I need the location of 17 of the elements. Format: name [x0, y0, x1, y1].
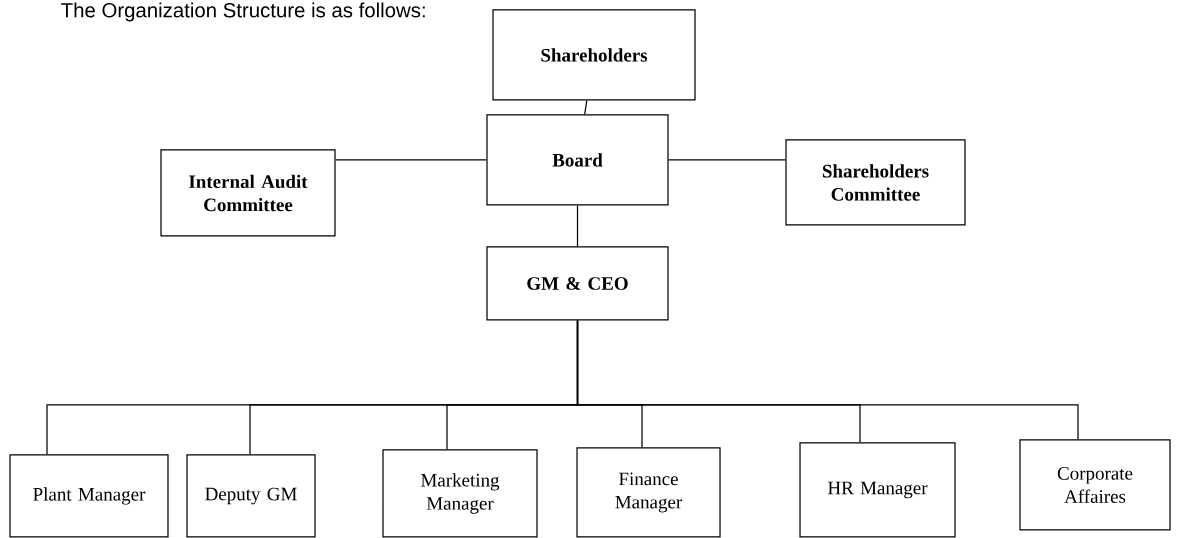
connector-line	[668, 159, 786, 161]
box: Shareholders Committee	[785, 139, 966, 226]
connector-line	[576, 205, 579, 247]
box: Corporate Affaires	[1019, 439, 1171, 531]
box: GM & CEO	[486, 246, 669, 321]
connector-line	[584, 100, 588, 115]
heading: The Organization Structure is as follows:	[61, 2, 425, 22]
box: Shareholders	[492, 9, 696, 101]
connector-line	[576, 320, 1079, 440]
box: Deputy GM	[186, 454, 316, 538]
box: HR Manager	[799, 442, 956, 538]
box: Marketing Manager	[382, 449, 538, 538]
box: Plant Manager	[9, 454, 169, 538]
connector-line	[335, 159, 487, 161]
box: Internal Audit Committee	[160, 149, 336, 237]
box: Board	[486, 114, 669, 206]
box: Finance Manager	[576, 447, 721, 538]
